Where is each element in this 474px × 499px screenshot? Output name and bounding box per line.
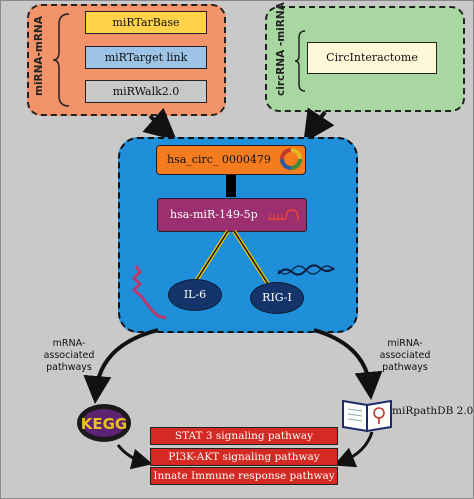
brace-icon [52, 13, 70, 107]
rig1-node: RIG-I [250, 282, 304, 314]
mirpathdb-label: miRpathDB 2.0 [392, 405, 474, 417]
il6-node: IL-6 [168, 279, 222, 311]
mirna-label: hsa-miR-149-5p [170, 208, 258, 221]
arrow-to-mirpath [313, 328, 383, 400]
db-mirtarget-link: miRTarget link [85, 46, 207, 69]
mrna-strand-icon [131, 265, 167, 320]
arrow-to-network-right [303, 107, 335, 143]
arrow-to-network-left [142, 107, 178, 141]
pathway-innate-immune: Innate Immune response pathway [150, 467, 338, 485]
db-circinteractome: CircInteractome [307, 42, 437, 74]
pathway-stat3: STAT 3 signaling pathway [150, 427, 338, 445]
mirna-mrna-panel: miRNA-mRNA miRTarBase miRTarget link miR… [27, 4, 226, 116]
mirna-node: hsa-miR-149-5p [157, 198, 307, 232]
circrna-node: hsa_circ_ 0000479 [156, 145, 306, 175]
mirna-pathways-label: miRNA- associated pathways [379, 338, 431, 373]
mrna-pathways-label: mRNA- associated pathways [43, 338, 95, 373]
circrna-label: hsa_circ_ 0000479 [167, 153, 271, 166]
kegg-logo: KEGG [75, 402, 133, 444]
arrow-kegg-to-pathways [116, 444, 153, 470]
db-mirtarbase: miRTarBase [85, 11, 207, 34]
circrna-ring-icon [280, 148, 302, 170]
arrow-to-kegg [83, 328, 159, 404]
brace-icon [294, 30, 306, 92]
arrow-mirpath-to-pathways [333, 431, 374, 468]
kegg-logo-text: KEGG [81, 415, 128, 433]
circ-mir-link [226, 175, 236, 197]
pathway-pi3k-akt: PI3K-AKT signaling pathway [150, 448, 338, 466]
db-mirwalk: miRWalk2.0 [85, 80, 207, 103]
book-icon [342, 399, 392, 433]
mirna-hairpin-icon [268, 209, 299, 221]
